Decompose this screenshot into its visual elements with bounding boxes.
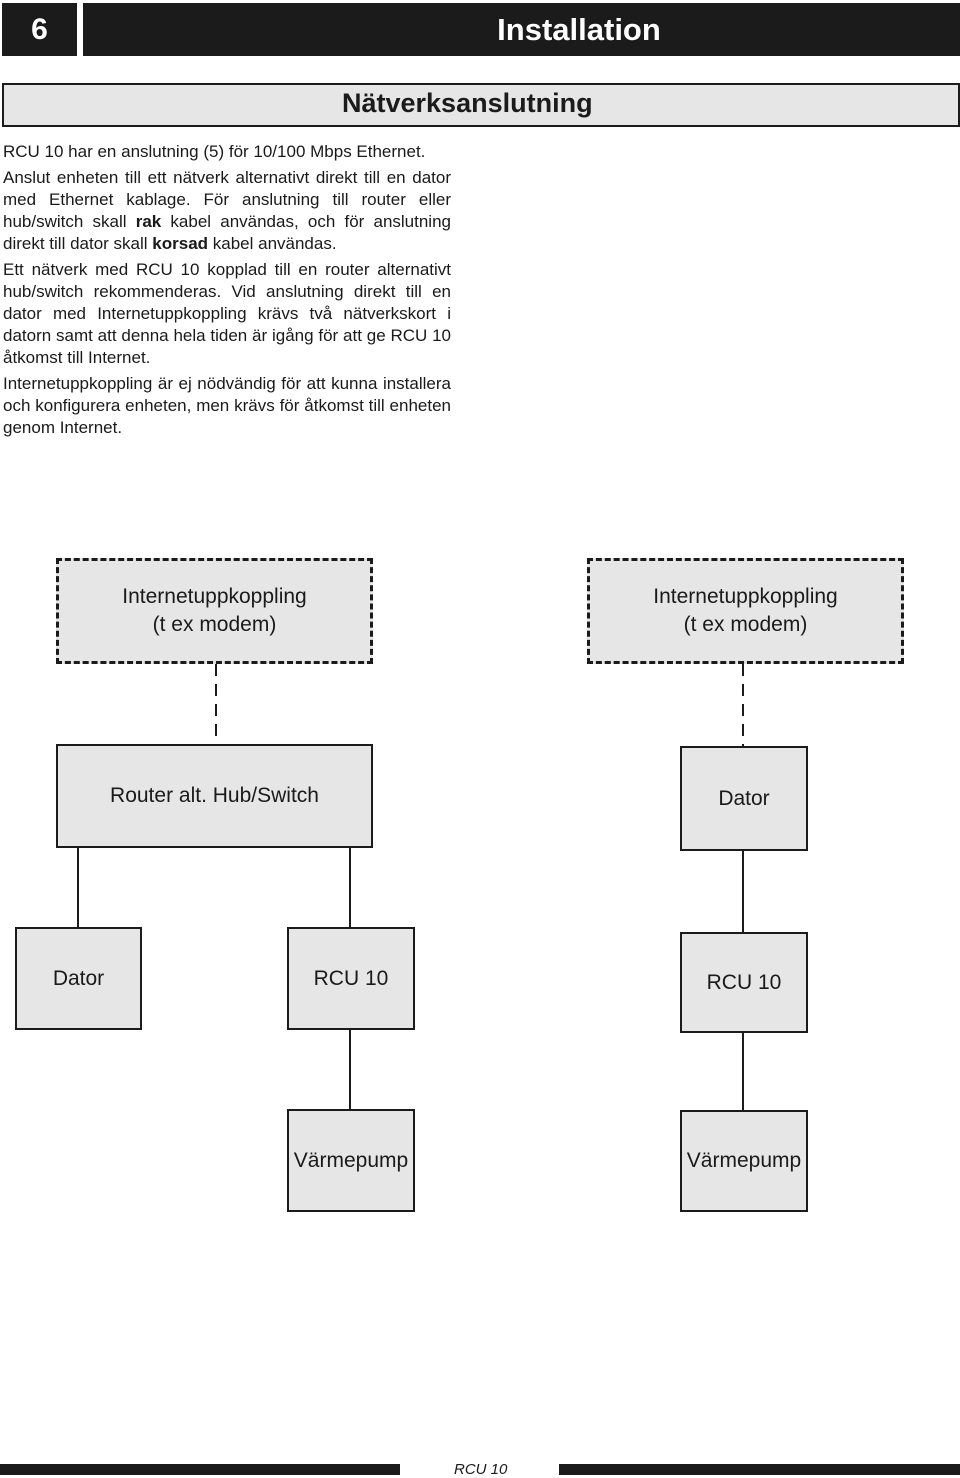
paragraph-3: Ett nätverk med RCU 10 kopplad till en r… bbox=[3, 260, 451, 367]
paragraph-1: RCU 10 har en anslutning (5) för 10/100 … bbox=[3, 142, 426, 161]
router-box: Router alt. Hub/Switch bbox=[56, 744, 373, 848]
footer-bar-left bbox=[0, 1464, 400, 1475]
heatpump-box-left: Värmepump bbox=[287, 1109, 415, 1212]
rcu-box-left: RCU 10 bbox=[287, 927, 415, 1030]
footer-label: RCU 10 bbox=[454, 1461, 508, 1478]
body-text: RCU 10 har en anslutning (5) för 10/100 … bbox=[3, 141, 451, 443]
footer-bar-right bbox=[559, 1464, 960, 1475]
heatpump-box-right: Värmepump bbox=[680, 1110, 808, 1212]
chapter-number: 6 bbox=[2, 3, 77, 56]
rcu-box-right: RCU 10 bbox=[680, 932, 808, 1033]
paragraph-4: Internetuppkoppling är ej nödvändig för … bbox=[3, 374, 451, 437]
computer-box-left: Dator bbox=[15, 927, 142, 1030]
paragraph-2: Anslut enheten till ett nätverk alternat… bbox=[3, 168, 451, 253]
chapter-title: Installation bbox=[83, 3, 960, 56]
section-header bbox=[2, 83, 960, 127]
section-title: Nätverksanslutning bbox=[342, 88, 593, 118]
internet-box-right: Internetuppkoppling(t ex modem) bbox=[587, 558, 904, 664]
computer-box-right: Dator bbox=[680, 746, 808, 851]
internet-box-left: Internetuppkoppling(t ex modem) bbox=[56, 558, 373, 664]
